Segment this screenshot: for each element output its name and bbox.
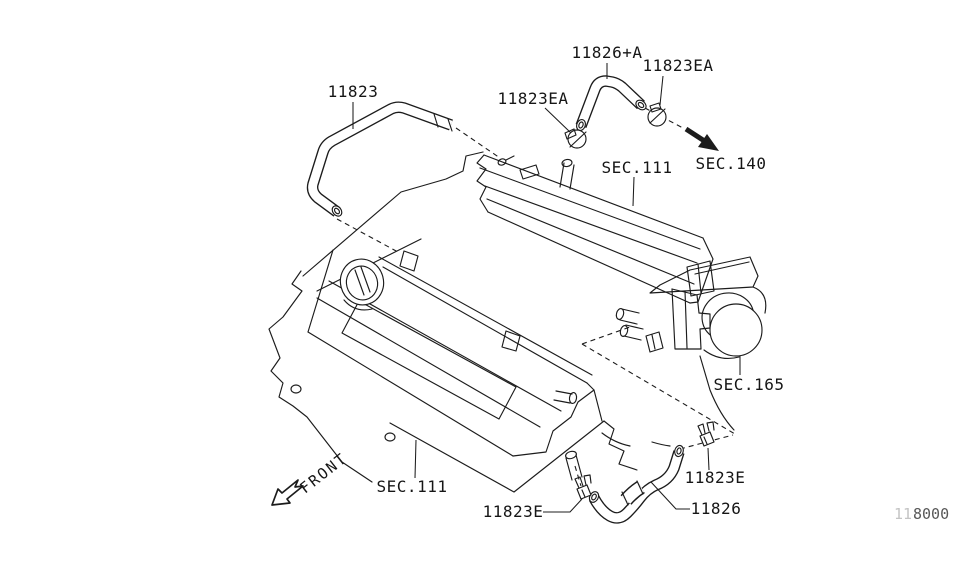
diagram-code-prefix: 11 xyxy=(894,505,912,523)
plug-tube-tab xyxy=(501,330,521,352)
intake-throttle-assembly xyxy=(601,256,767,447)
diagram-code: 8000 xyxy=(913,505,949,523)
sensor-nub xyxy=(619,308,640,325)
label-front: FRONT xyxy=(296,449,351,497)
hose-11823-drawing xyxy=(306,101,453,217)
lower-hose-port xyxy=(565,454,583,481)
oil-filler-cap xyxy=(339,258,385,306)
label-clamp-11823e-left: 11823E xyxy=(483,502,544,521)
label-clamp-11823ea-left: 11823EA xyxy=(498,89,569,108)
throttle-barrel xyxy=(709,303,763,357)
engine-line-art xyxy=(268,151,767,493)
label-clamp-11823ea-right: 11823EA xyxy=(643,56,714,75)
label-sec111-front: SEC.111 xyxy=(377,477,448,496)
label-hose-11826: 11826 xyxy=(691,499,742,518)
front-direction-arrow xyxy=(271,479,304,506)
oil-cap-base xyxy=(343,299,373,311)
clamp-11823e-right-drawing xyxy=(697,421,715,447)
clamp-11823ea-right-drawing xyxy=(647,102,667,127)
front-valve-cover xyxy=(307,249,638,493)
label-sec140: SEC.140 xyxy=(696,154,767,173)
label-clamp-11823e-right: 11823E xyxy=(685,468,746,487)
sec140-arrow xyxy=(684,126,719,151)
label-sec165: SEC.165 xyxy=(714,375,785,394)
pcv-port-tab xyxy=(399,250,419,272)
hose-11826-drawing xyxy=(574,421,715,524)
clamp-11823e-left-drawing xyxy=(574,474,592,500)
hose-11826a-drawing xyxy=(564,75,667,149)
leader-lines xyxy=(352,63,741,513)
engine-block-edge xyxy=(268,270,373,483)
rear-valve-cover xyxy=(476,154,714,304)
sensor-nub xyxy=(623,324,644,341)
vent-pipe xyxy=(559,162,575,190)
cover-port xyxy=(497,158,507,166)
label-hose-11823: 11823 xyxy=(328,82,379,101)
bracket-hook xyxy=(645,331,664,353)
bolt-boss xyxy=(290,384,302,394)
clamp-11823ea-left-drawing xyxy=(564,128,587,149)
label-sec111-rear: SEC.111 xyxy=(602,158,673,177)
label-hose-11826a: 11826+A xyxy=(572,43,643,62)
oil-cap-slot xyxy=(354,266,371,296)
bolt-boss xyxy=(384,432,396,442)
